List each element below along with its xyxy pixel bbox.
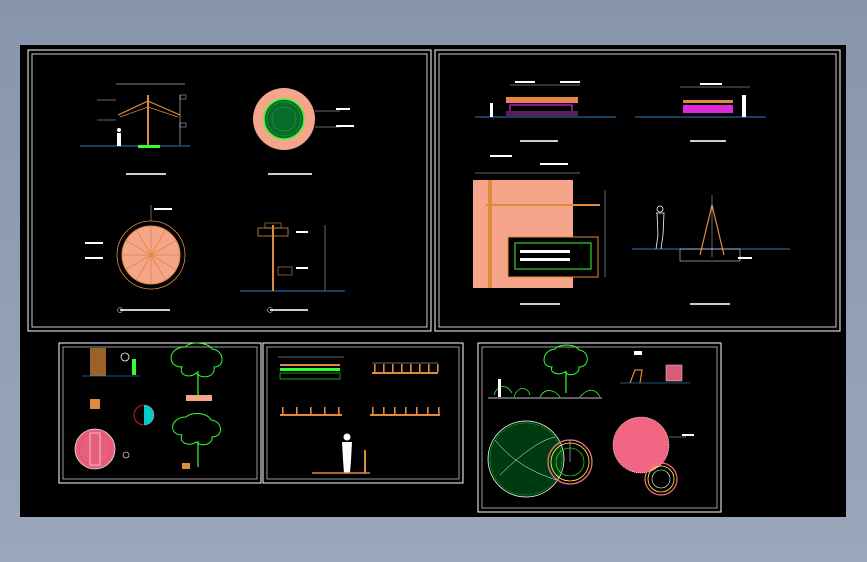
rail-post [437, 364, 439, 372]
post-section [240, 222, 345, 313]
bench-section-b [635, 83, 766, 142]
rail-post [427, 407, 429, 415]
rail-post [324, 407, 326, 415]
bench-plan [473, 155, 606, 305]
sheet-tree-planting [58, 342, 262, 484]
rail-post [296, 407, 298, 415]
sheet-umbrella-details [27, 49, 432, 332]
umbrella-rib [125, 240, 152, 256]
planter-plan-icon [253, 88, 354, 175]
sheet-paving-details [477, 342, 722, 513]
umbrella-rib [136, 229, 152, 256]
human-figure-icon [342, 433, 352, 473]
rail-post [419, 364, 421, 372]
rail-post [394, 407, 396, 415]
tree-icon [172, 412, 221, 469]
rail-post [410, 364, 412, 372]
rail-post [401, 364, 403, 372]
umbrella-elevation [80, 83, 190, 175]
rail-post [374, 364, 376, 372]
rail-post [416, 407, 418, 415]
tree-planter-plan [74, 428, 130, 470]
rail-post [282, 407, 284, 415]
umbrella-rib [125, 254, 152, 270]
rail-post [383, 407, 385, 415]
tree-icon [170, 342, 223, 401]
umbrella-plan-icon [85, 205, 186, 313]
umbrella-rib [136, 254, 152, 281]
umbrella-rib [150, 229, 166, 256]
rail-post [383, 364, 385, 372]
umbrella-rib [150, 254, 166, 281]
bench-detail-elevation [632, 195, 790, 305]
rail-post [338, 407, 340, 415]
umbrella-rib [150, 254, 177, 270]
paving-circle-green [487, 420, 565, 498]
umbrella-rib [150, 240, 177, 256]
cad-model-space[interactable] [20, 45, 846, 517]
tree-icon [543, 344, 588, 393]
rail-post [405, 407, 407, 415]
human-figure-icon [117, 128, 121, 146]
paving-ring [547, 439, 593, 485]
rail-post [438, 407, 440, 415]
sheet-bench-details [434, 49, 841, 332]
rail-post [428, 364, 430, 372]
cad-drawing-canvas [27, 49, 841, 513]
bench-section-a [475, 81, 616, 142]
rail-post [392, 364, 394, 372]
paving-small-ring [644, 462, 678, 496]
rail-post [310, 407, 312, 415]
sheet-handrail-details [262, 342, 464, 484]
paving-pink-circle [612, 416, 694, 474]
rail-post [372, 407, 374, 415]
human-figure-icon [655, 205, 665, 250]
